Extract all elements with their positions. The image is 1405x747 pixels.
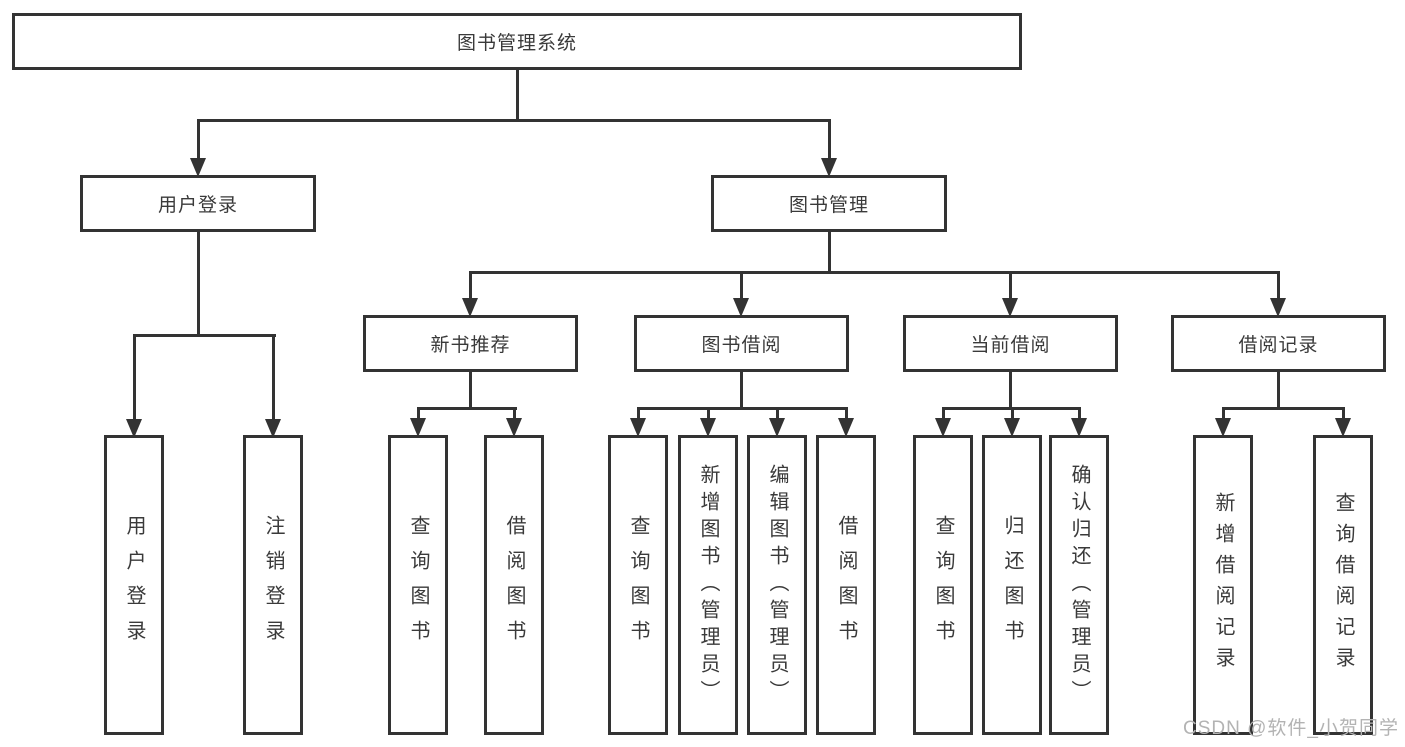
node-new-book-recommend: 新书推荐 [363,315,578,372]
arrowhead-down-icon [1004,418,1020,437]
node-book-borrow: 图书借阅 [634,315,849,372]
leaf-borrow-query-books-label: 查询图书 [627,515,649,655]
arrowhead-down-icon [1215,418,1231,437]
arrowhead-down-icon [821,158,837,177]
connector-line [1222,407,1225,420]
connector-line [740,372,743,409]
connector-line [133,334,136,420]
leaf-logout: 注销登录 [243,435,303,735]
arrowhead-down-icon [1270,298,1286,317]
leaf-user-login: 用户登录 [104,435,164,735]
leaf-records-add-record: 新增借阅记录 [1193,435,1253,735]
node-user-login-label: 用户登录 [157,195,238,216]
connector-line [1009,271,1012,300]
connector-line [516,70,519,121]
node-book-management: 图书管理 [711,175,947,232]
connector-line [1222,407,1345,410]
leaf-recommend-borrow-books-label: 借阅图书 [503,515,525,655]
leaf-current-confirm-return-admin-label: 确认归还（管理员） [1068,463,1090,707]
connector-line [1277,271,1280,300]
arrowhead-down-icon [190,158,206,177]
connector-line [197,119,831,122]
connector-line [828,119,831,161]
leaf-current-return-books-label: 归还图书 [1001,515,1023,655]
connector-line [197,232,200,337]
watermark: CSDN @软件_小贺同学 [1183,718,1399,739]
connector-line [1009,372,1012,409]
connector-line [637,407,640,420]
connector-line [776,407,779,420]
connector-line [1011,407,1014,420]
arrowhead-down-icon [1071,418,1087,437]
leaf-recommend-query-books-label: 查询图书 [407,515,429,655]
connector-line [740,271,743,300]
connector-line [513,407,516,420]
arrowhead-down-icon [733,298,749,317]
leaf-borrow-query-books: 查询图书 [608,435,668,735]
connector-line [845,407,848,420]
leaf-current-query-books: 查询图书 [913,435,973,735]
connector-line [637,407,848,410]
connector-line [1078,407,1081,420]
arrowhead-down-icon [126,419,142,438]
leaf-borrow-borrow-books: 借阅图书 [816,435,876,735]
leaf-borrow-add-books-admin-label: 新增图书（管理员） [697,463,719,707]
arrowhead-down-icon [506,418,522,437]
arrowhead-down-icon [462,298,478,317]
leaf-borrow-borrow-books-label: 借阅图书 [835,515,857,655]
connector-line [133,334,276,337]
arrowhead-down-icon [410,418,426,437]
leaf-recommend-borrow-books: 借阅图书 [484,435,544,735]
connector-line [707,407,710,420]
arrowhead-down-icon [769,418,785,437]
leaf-borrow-add-books-admin: 新增图书（管理员） [678,435,738,735]
leaf-recommend-query-books: 查询图书 [388,435,448,735]
node-root: 图书管理系统 [12,13,1022,70]
leaf-records-add-record-label: 新增借阅记录 [1212,492,1234,678]
arrowhead-down-icon [700,418,716,437]
connector-line [197,119,200,161]
leaf-current-confirm-return-admin: 确认归还（管理员） [1049,435,1109,735]
arrowhead-down-icon [935,418,951,437]
arrowhead-down-icon [838,418,854,437]
node-book-borrow-label: 图书借阅 [701,335,782,356]
leaf-records-query-record: 查询借阅记录 [1313,435,1373,735]
node-current-borrow: 当前借阅 [903,315,1118,372]
leaf-borrow-edit-books-admin-label: 编辑图书（管理员） [766,463,788,707]
connector-line [272,334,275,420]
node-new-book-recommend-label: 新书推荐 [430,335,511,356]
arrowhead-down-icon [265,419,281,438]
connector-line [828,232,831,273]
connector-line [469,372,472,409]
connector-line [1342,407,1345,420]
node-borrow-records-label: 借阅记录 [1238,335,1319,356]
connector-line [469,271,472,300]
leaf-borrow-edit-books-admin: 编辑图书（管理员） [747,435,807,735]
leaf-current-return-books: 归还图书 [982,435,1042,735]
node-book-management-label: 图书管理 [788,195,869,216]
leaf-records-query-record-label: 查询借阅记录 [1332,492,1354,678]
connector-line [469,271,1280,274]
node-borrow-records: 借阅记录 [1171,315,1386,372]
node-user-login: 用户登录 [80,175,316,232]
arrowhead-down-icon [1335,418,1351,437]
leaf-current-query-books-label: 查询图书 [932,515,954,655]
node-current-borrow-label: 当前借阅 [970,335,1051,356]
leaf-user-login-label: 用户登录 [123,515,145,655]
connector-line [417,407,517,410]
leaf-logout-label: 注销登录 [262,515,284,655]
arrowhead-down-icon [630,418,646,437]
arrowhead-down-icon [1002,298,1018,317]
connector-line [942,407,945,420]
connector-line [1277,372,1280,409]
connector-line [417,407,420,420]
node-root-label: 图书管理系统 [456,33,577,54]
